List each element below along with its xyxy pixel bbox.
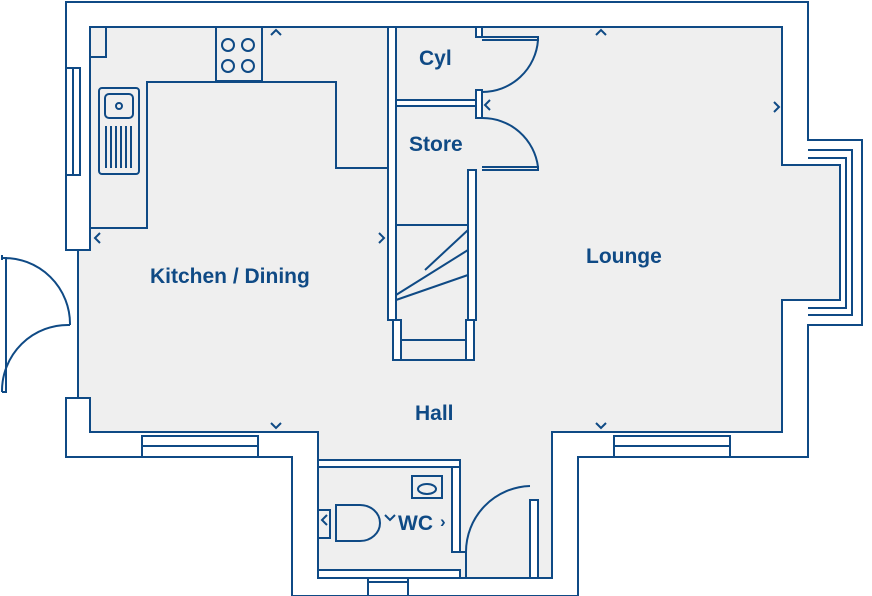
door-cyl — [481, 36, 539, 94]
floor-area — [77, 26, 841, 579]
wall-wc-bottom — [317, 569, 461, 579]
wall-cyl-store — [395, 99, 477, 107]
window-lounge-bottom — [613, 435, 731, 458]
wc-basin-icon — [411, 475, 443, 499]
chevron-right-icon: › — [440, 512, 446, 531]
chevron-markers — [93, 28, 781, 526]
room-label-store: Store — [409, 133, 463, 156]
window-kitchen-bottom — [141, 435, 259, 458]
wall-stair-left — [387, 26, 397, 321]
kitchen-unit-corner — [89, 26, 107, 58]
staircase — [392, 224, 475, 361]
wall-stair-right — [467, 169, 477, 321]
hob-icon — [215, 26, 263, 82]
wall-cyl-right-lower — [475, 89, 483, 119]
room-label-wc: WC — [398, 512, 433, 535]
room-label-cyl: Cyl — [419, 47, 452, 70]
wall-wc-right — [451, 466, 461, 553]
wall-cyl-right — [475, 26, 483, 38]
wall-wc-top — [317, 459, 461, 468]
door-store — [481, 116, 539, 171]
bay-window — [808, 149, 853, 316]
room-label-hall: Hall — [415, 402, 454, 425]
room-label-lounge: Lounge — [586, 245, 662, 268]
sink-icon — [98, 87, 140, 175]
room-label-kitchen: Kitchen / Dining — [150, 265, 310, 288]
toilet-icon — [317, 504, 381, 542]
door-patio — [0, 255, 72, 393]
wall-hall-right-stub — [529, 499, 539, 579]
door-wc — [460, 485, 531, 578]
window-kitchen-left — [65, 67, 81, 176]
